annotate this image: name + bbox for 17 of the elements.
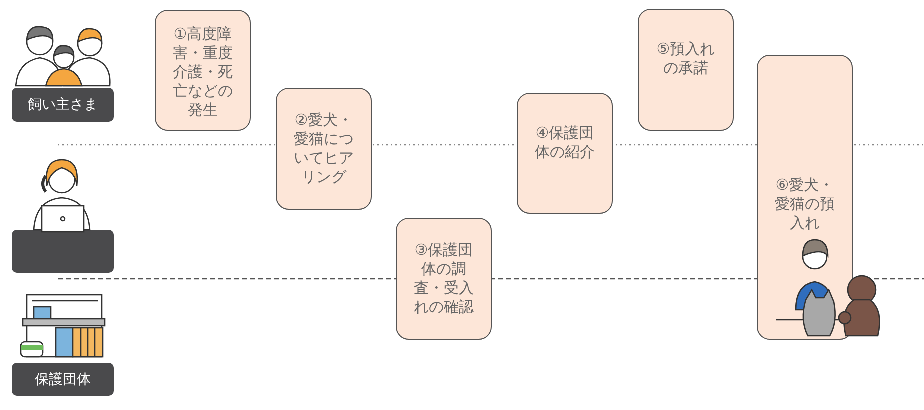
lane-text: 飼い主さま xyxy=(28,96,98,114)
step-text: ①高度障害・重度介護・死亡などの発生 xyxy=(172,25,234,120)
step-text: ②愛犬・愛猫についてヒアリング xyxy=(293,111,355,187)
step-text: ④保護団体の紹介 xyxy=(534,124,596,162)
step-box xyxy=(517,93,613,214)
step-box xyxy=(757,55,853,340)
step-text: ⑤預入れの承諾 xyxy=(656,40,716,78)
step-text: ③保護団体の調査・受入れの確認 xyxy=(413,241,475,317)
lane-text: 保護団体 xyxy=(35,370,91,388)
step-box xyxy=(155,10,251,131)
lane-label xyxy=(12,230,114,273)
lane-label xyxy=(12,88,114,122)
step-text: ⑥愛犬・愛猫の預入れ xyxy=(774,176,836,233)
step-box xyxy=(638,9,734,131)
step-box xyxy=(276,88,372,210)
lane-label xyxy=(12,363,114,396)
step-box xyxy=(396,218,492,340)
